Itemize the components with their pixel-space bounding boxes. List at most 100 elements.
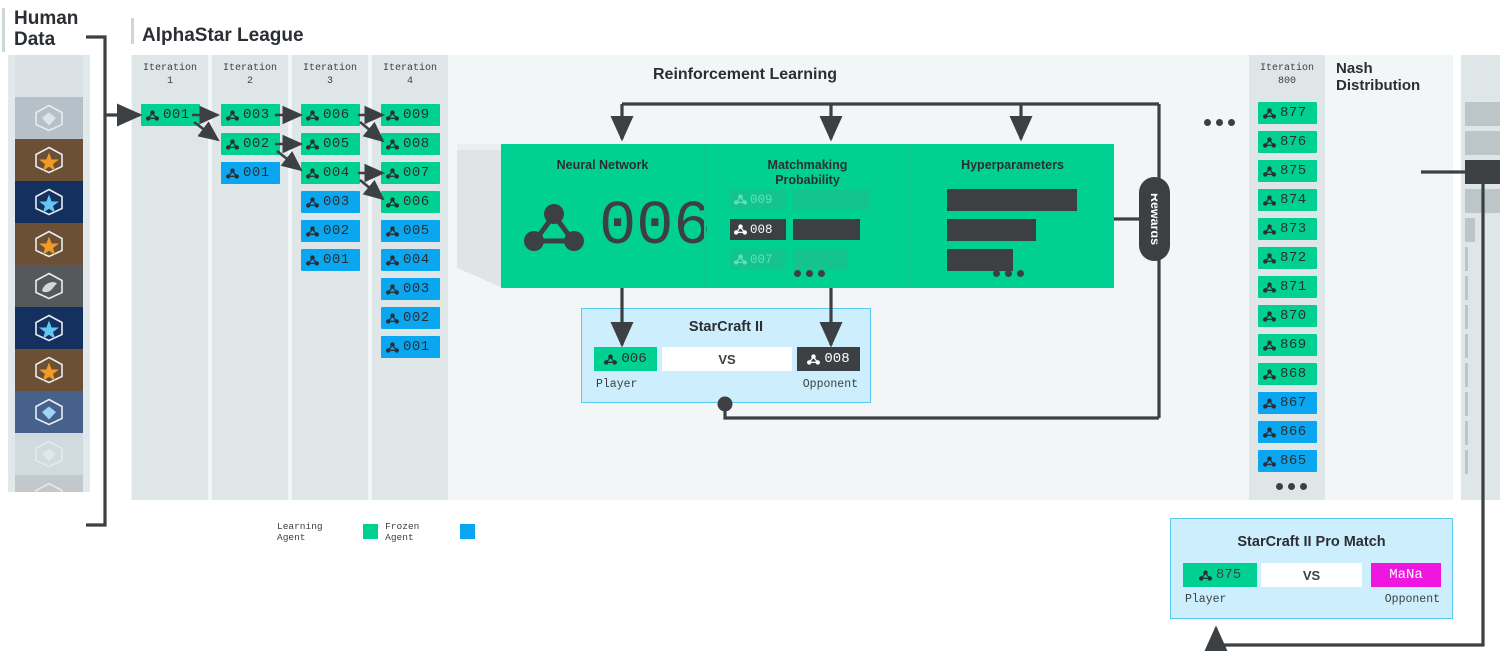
iteration-column-ellipsis-icon (1276, 483, 1307, 490)
matchmaking-probability-bar (793, 249, 847, 270)
agent-badge-006[interactable]: 006 (301, 104, 360, 126)
agent-badge-001[interactable]: 001 (221, 162, 280, 184)
pro-match-opponent[interactable]: MaNa (1371, 563, 1441, 587)
match-player-agent[interactable]: 006 (594, 347, 657, 371)
agent-badge-id: 004 (403, 252, 430, 268)
agent-badge-id: 874 (1280, 192, 1307, 208)
rewards-label: Rewards (1147, 192, 1162, 246)
agent-badge-id: 001 (323, 252, 350, 268)
human-data-title: Human Data (14, 8, 114, 51)
agent-badge-id: 870 (1280, 308, 1307, 324)
agent-badge-004[interactable]: 004 (381, 249, 440, 271)
agent-badge-009[interactable]: 009 (381, 104, 440, 126)
hyperparameter-bar (947, 249, 1013, 271)
agent-badge-id: 001 (163, 107, 190, 123)
matchmaking-probability-label: Matchmaking Probability (706, 158, 909, 188)
agent-badge-874[interactable]: 874 (1258, 189, 1317, 211)
agent-badge-002[interactable]: 002 (301, 220, 360, 242)
matchmaking-opponent-tag: 009 (730, 189, 786, 210)
matchmaking-probability-bar (793, 219, 860, 240)
agent-badge-875[interactable]: 875 (1258, 160, 1317, 182)
agent-badge-870[interactable]: 870 (1258, 305, 1317, 327)
matchmaking-row-009[interactable]: 009 (730, 189, 870, 210)
matchmaking-opponent-tag: 008 (730, 219, 786, 240)
agent-badge-id: 867 (1280, 395, 1307, 411)
agent-badge-002[interactable]: 002 (221, 133, 280, 155)
starcraft-match-box: StarCraft II 006 VS 008 Player Opponent (581, 308, 871, 403)
agent-badge-868[interactable]: 868 (1258, 363, 1317, 385)
agent-badge-872[interactable]: 872 (1258, 247, 1317, 269)
nash-bar (1465, 450, 1468, 474)
rank-badge-grey-eagle (15, 475, 83, 492)
agent-badge-002[interactable]: 002 (381, 307, 440, 329)
agent-badge-869[interactable]: 869 (1258, 334, 1317, 356)
agent-badge-id: 003 (323, 194, 350, 210)
agent-badge-001[interactable]: 001 (301, 249, 360, 271)
agent-node-icon (604, 353, 618, 365)
league-title: AlphaStar League (142, 25, 304, 46)
matchmaking-row-007[interactable]: 007 (730, 249, 847, 270)
blue-star-icon (35, 314, 63, 342)
agent-node-icon (146, 109, 159, 121)
grey-eagle-icon (35, 482, 63, 492)
pro-match-player-agent[interactable]: 875 (1183, 563, 1257, 587)
neural-network-cell: Neural Network 006 (501, 144, 711, 288)
human-data-title-line2: Data (14, 29, 56, 51)
agent-node-icon (306, 109, 319, 121)
agent-badge-003[interactable]: 003 (381, 278, 440, 300)
nash-bar (1465, 305, 1468, 329)
agent-badge-873[interactable]: 873 (1258, 218, 1317, 240)
agent-badge-865[interactable]: 865 (1258, 450, 1317, 472)
agent-node-icon (386, 196, 399, 208)
agent-badge-001[interactable]: 001 (141, 104, 200, 126)
neural-network-agent-id: 006 (599, 191, 711, 262)
agent-node-icon (1263, 165, 1276, 177)
nash-bar (1465, 102, 1500, 126)
agent-badge-876[interactable]: 876 (1258, 131, 1317, 153)
rank-badge-blue-star (15, 307, 83, 349)
agent-badge-006[interactable]: 006 (381, 191, 440, 213)
agent-badge-871[interactable]: 871 (1258, 276, 1317, 298)
rank-badge-silver-diamond (15, 97, 83, 139)
agent-node-icon (524, 204, 584, 251)
agent-node-icon (734, 254, 747, 265)
agent-badge-007[interactable]: 007 (381, 162, 440, 184)
bronze-star-icon (35, 356, 63, 384)
agent-badge-005[interactable]: 005 (301, 133, 360, 155)
agent-badge-005[interactable]: 005 (381, 220, 440, 242)
legend: Learning Agent Frozen Agent (268, 517, 475, 546)
agent-badge-003[interactable]: 003 (221, 104, 280, 126)
agent-badge-001[interactable]: 001 (381, 336, 440, 358)
agent-badge-004[interactable]: 004 (301, 162, 360, 184)
silver-diamond-icon (35, 104, 63, 132)
matchmaking-row-008[interactable]: 008 (730, 219, 860, 240)
match-opponent-agent[interactable]: 008 (797, 347, 860, 371)
agent-badge-id: 865 (1280, 453, 1307, 469)
agent-badge-008[interactable]: 008 (381, 133, 440, 155)
agent-node-icon (1263, 223, 1276, 235)
agent-badge-866[interactable]: 866 (1258, 421, 1317, 443)
agent-badge-id: 877 (1280, 105, 1307, 121)
matchmaking-opponent-id: 007 (750, 252, 773, 267)
agent-node-icon (306, 196, 319, 208)
agent-badge-877[interactable]: 877 (1258, 102, 1317, 124)
agent-node-icon (386, 341, 399, 353)
match-player-label: Player (596, 378, 638, 391)
agent-badge-003[interactable]: 003 (301, 191, 360, 213)
agent-badge-id: 002 (243, 136, 270, 152)
agent-node-icon (226, 138, 239, 150)
agent-node-icon (1263, 339, 1276, 351)
agent-badge-id: 871 (1280, 279, 1307, 295)
nash-bar (1465, 276, 1468, 300)
agent-badge-867[interactable]: 867 (1258, 392, 1317, 414)
